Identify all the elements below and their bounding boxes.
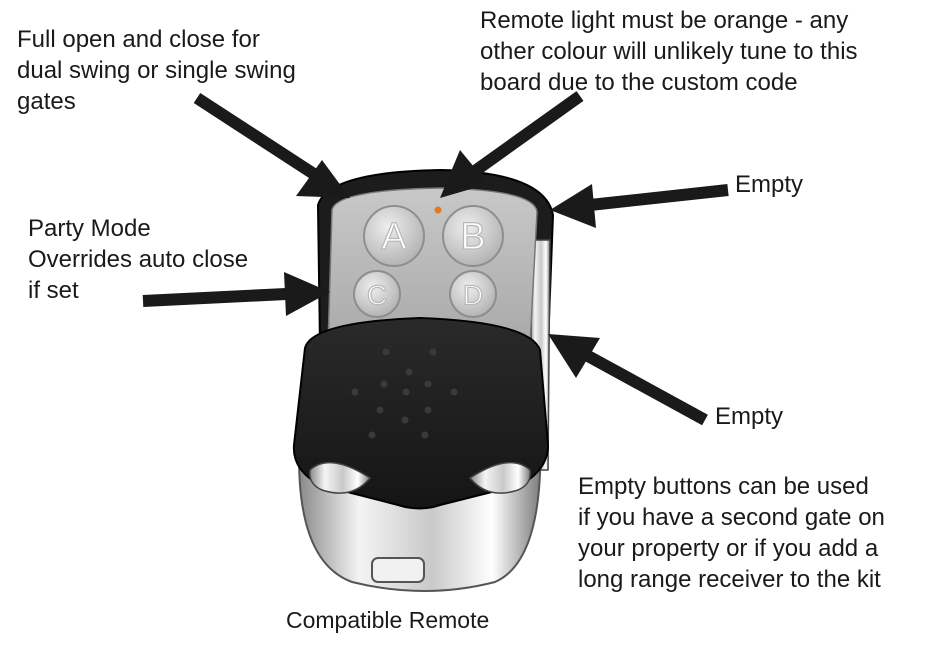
remote-button-a-label: A: [381, 216, 407, 258]
annotation-party-mode: Party Mode Overrides auto close if set: [28, 215, 249, 304]
annotation-empty-top: Empty: [735, 171, 804, 198]
remote-led: [434, 206, 442, 214]
remote-button-d-label: D: [463, 280, 483, 311]
remote-button-d: D: [449, 270, 497, 318]
remote-keyring-slot: [371, 557, 425, 583]
remote-button-b-label: B: [460, 216, 485, 258]
remote-button-b: B: [442, 205, 504, 267]
remote-button-c: C: [353, 270, 401, 318]
arrow-party-mode: [142, 272, 330, 316]
arrow-empty-bottom: [548, 334, 708, 426]
arrow-empty-top: [550, 184, 729, 228]
arrow-full-open: [193, 92, 350, 198]
remote-button-c-label: C: [367, 280, 387, 311]
annotation-empty-buttons: Empty buttons can be used if you have a …: [578, 473, 885, 593]
annotation-empty-bottom: Empty: [715, 403, 784, 430]
remote-chrome-eye-left: [309, 461, 372, 494]
annotation-remote-light: Remote light must be orange - any other …: [480, 7, 858, 96]
remote-caption: Compatible Remote: [286, 607, 490, 633]
remote-chrome-eye-right: [468, 461, 531, 494]
remote-speaker-dots: [351, 348, 458, 439]
arrow-remote-light: [440, 91, 584, 198]
annotation-full-open: Full open and close for dual swing or si…: [17, 26, 296, 115]
arrows: [142, 91, 729, 426]
remote-button-a: A: [363, 205, 425, 267]
